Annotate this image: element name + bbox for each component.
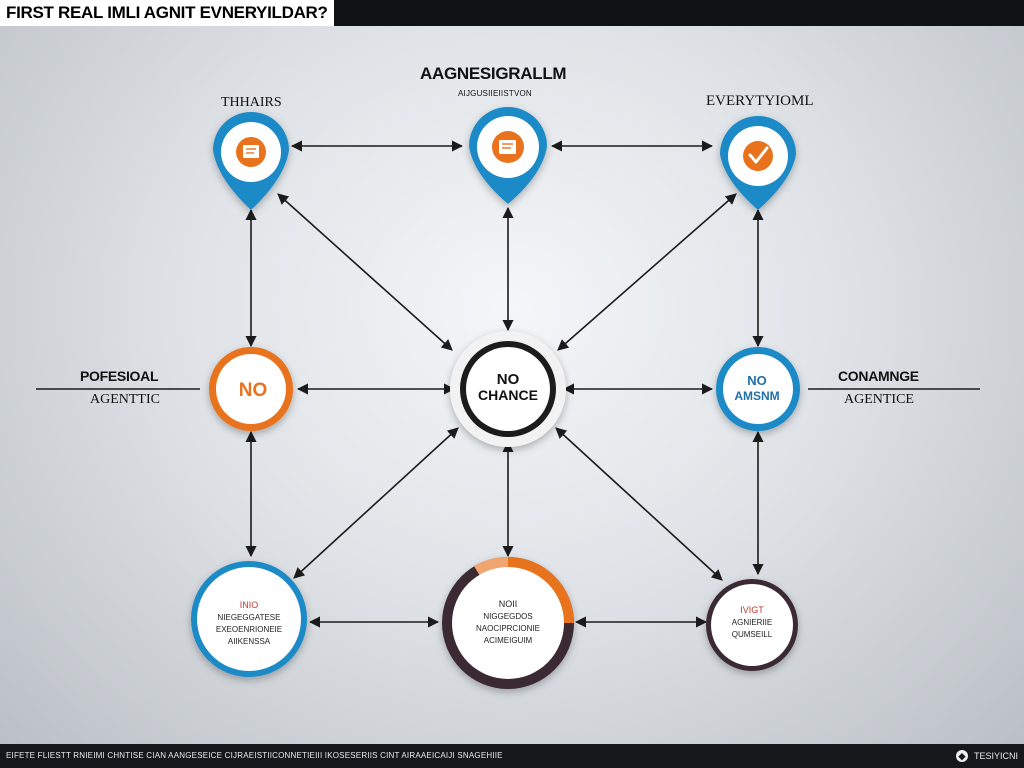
node-bottom-right-line3: QUMSEILL [732,630,773,639]
connector-center-bottom-left [293,427,459,579]
node-top-left[interactable] [213,112,289,210]
node-bottom-right[interactable] [706,579,798,671]
right-side-label-2: AGENTICE [844,392,914,407]
node-mid-left[interactable] [209,347,293,431]
node-bottom-left[interactable] [191,561,307,677]
node-bottom-center[interactable] [442,556,574,689]
footer-brand: TESIYICNI [974,751,1019,761]
right-top-label: EVERYTYIOML [706,93,814,109]
center-title: AAGNESIGRALLM [420,64,567,83]
node-center-line2: CHANCE [478,387,538,403]
node-top-center[interactable] [469,107,547,204]
node-bottom-left-line2: NIEGEGGATESE [218,613,281,622]
node-mid-right-line2: AMSNM [734,389,779,403]
node-center[interactable] [450,331,566,447]
node-bottom-left-line1: INIO [240,600,259,610]
node-bottom-right-line2: AGNIERIIE [732,618,772,627]
footer-bar: EIFETE FLIESTT RNIEIMI CHNTISE CIAN AANG… [0,744,1024,768]
brand-logo-icon: ◆ [956,750,968,762]
connector-top-left-center [277,193,453,351]
node-mid-right-line1: NO [747,373,767,388]
node-top-right[interactable] [720,116,796,210]
node-bottom-left-line3: EXEOENRIONEIE [216,625,282,634]
node-bottom-center-line1: NOII [499,599,518,609]
center-subtitle: AIJGUSIIEIISTVON [458,89,532,98]
right-side-label-1: CONAMNGE [838,368,919,384]
footer-text: EIFETE FLIESTT RNIEIMI CHNTISE CIAN AANG… [6,751,503,760]
node-mid-left-text: NO [239,380,268,401]
node-mid-right[interactable] [716,347,800,431]
left-side-label-2: AGENTTIC [90,392,160,407]
node-center-line1: NO [497,371,520,388]
connectors [245,140,764,628]
left-side-label-1: POFESIOAL [80,368,159,384]
document-icon [499,140,516,154]
node-bottom-center-line4: ACIMEIGUIM [484,636,533,645]
node-bottom-center-line2: NIGGEGDOS [483,612,532,621]
node-bottom-center-line3: NAOCIPRCIONIE [476,624,540,633]
page-title: FIRST REAL IMLI AGNIT EVNERYILDAR? [0,0,334,26]
node-bottom-right-line1: IVIGT [740,605,764,615]
left-top-label: THHAIRS [221,95,282,110]
check-icon [748,146,769,164]
node-bottom-left-line4: AIIKENSSA [228,637,271,646]
top-bar: FIRST REAL IMLI AGNIT EVNERYILDAR? [0,0,1024,26]
connector-top-right-center [557,193,737,351]
connector-center-bottom-right [555,427,723,581]
document-icon [243,145,259,158]
